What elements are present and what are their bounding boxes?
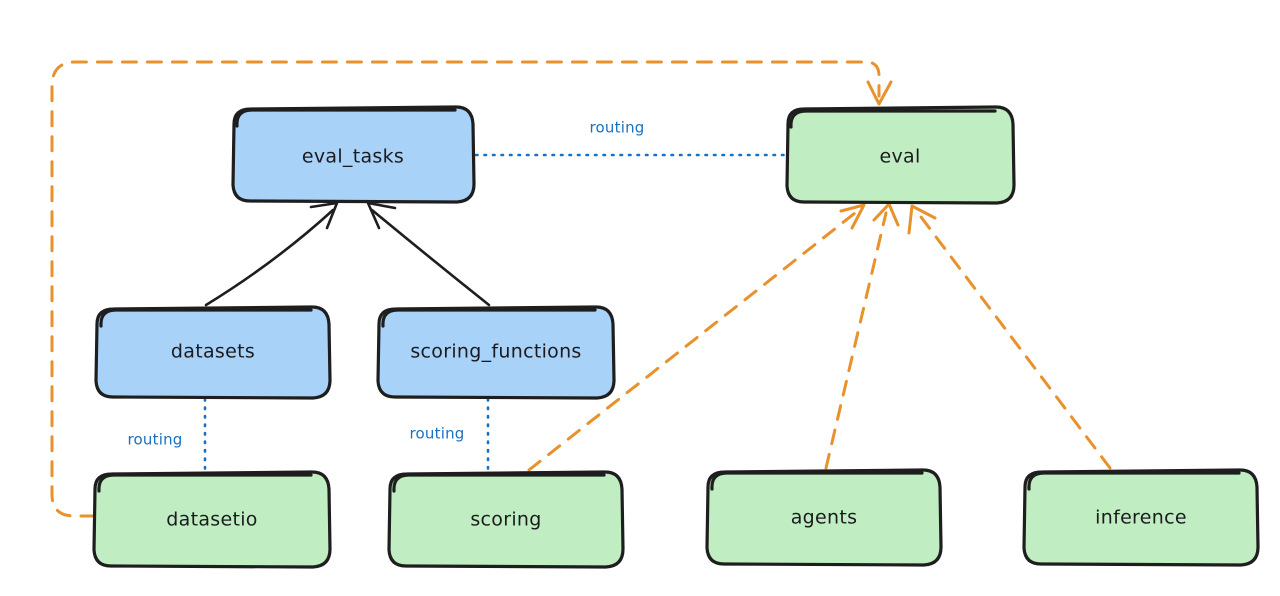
edge-agents-to-eval [824, 202, 900, 470]
node-label-eval: eval [879, 146, 920, 168]
node-scoring-functions[interactable]: scoring_functions [376, 305, 616, 400]
edge-scoring-functions-to-scoring: routing [410, 397, 490, 473]
node-layer: eval_tasks eval datasets scor [92, 105, 1260, 569]
edge-label-routing-datasetio: routing [128, 431, 183, 449]
edge-scoring-functions-to-eval-tasks [366, 201, 491, 307]
edge-label-routing-eval: routing [590, 119, 645, 137]
node-label-scoring-functions: scoring_functions [410, 341, 581, 363]
node-label-inference: inference [1095, 507, 1187, 529]
node-label-datasetio: datasetio [166, 509, 257, 531]
edge-label-routing-scoring: routing [410, 425, 465, 443]
edge-datasets-to-datasetio: routing [128, 397, 207, 473]
node-label-agents: agents [791, 507, 858, 529]
node-label-eval-tasks: eval_tasks [302, 146, 404, 168]
node-inference[interactable]: inference [1022, 468, 1260, 567]
node-datasetio[interactable]: datasetio [92, 470, 332, 569]
node-label-scoring: scoring [470, 509, 541, 531]
edge-inference-to-eval [907, 204, 1112, 470]
node-eval[interactable]: eval [785, 105, 1016, 205]
node-scoring[interactable]: scoring [387, 470, 625, 569]
node-agents[interactable]: agents [705, 468, 943, 567]
edge-datasets-to-eval-tasks [204, 201, 339, 307]
edge-datasetio-to-eval [50, 60, 893, 518]
edge-scoring-to-eval [527, 203, 866, 472]
node-label-datasets: datasets [171, 341, 255, 363]
node-eval-tasks[interactable]: eval_tasks [231, 105, 476, 204]
node-datasets[interactable]: datasets [94, 305, 332, 400]
edge-eval-tasks-to-eval: routing [474, 119, 788, 157]
